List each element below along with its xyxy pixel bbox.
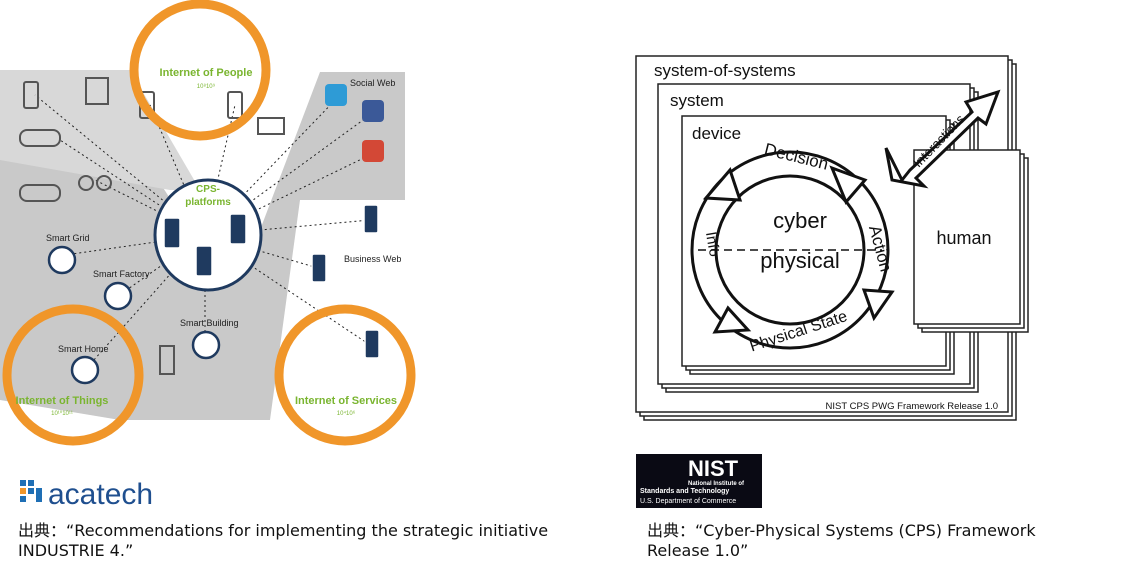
internet-of-people-ring <box>129 0 271 141</box>
bike-icon <box>96 175 112 191</box>
internet-of-people-sub: 10⁸10⁹ <box>197 83 216 90</box>
smart-home-icon <box>70 355 100 385</box>
smart-building-icon <box>191 330 221 360</box>
human-label: human <box>936 228 991 248</box>
server-icon <box>229 213 247 245</box>
smart-building-label: Smart Building <box>180 318 239 328</box>
hub-label-line1: CPS- <box>196 184 220 195</box>
caption-right-line1: 出典：“Cyber-Physical Systems (CPS) Framewo… <box>647 521 1036 540</box>
internet-of-people-title: Internet of People <box>160 67 253 79</box>
acatech-wordmark: acatech <box>48 478 153 511</box>
acatech-logo: acatech <box>20 478 153 511</box>
cyber-label: cyber <box>773 208 827 233</box>
business-web-label: Business Web <box>344 254 401 264</box>
nist-cps-framework-diagram: system-of-systems system device human cy… <box>635 55 1029 421</box>
car-icon <box>19 184 61 202</box>
gray-band-upper <box>0 70 200 190</box>
smart-factory-icon <box>103 281 133 311</box>
smart-home-label: Smart Home <box>58 344 109 354</box>
smart-grid-label: Smart Grid <box>46 233 90 243</box>
server-icon <box>311 253 327 283</box>
door-icon <box>159 345 175 375</box>
bike-icon <box>78 175 94 191</box>
internet-of-services-ring <box>274 304 416 446</box>
cps-platforms-diagram: Social Web Business Web CPS- platforms S… <box>0 0 416 446</box>
physical-label: physical <box>760 248 839 273</box>
nist-logo: NIST National Institute of Standards and… <box>636 454 762 508</box>
twitter-icon <box>325 84 347 106</box>
internet-of-services-title: Internet of Services <box>295 395 397 407</box>
internet-of-services-sub: 10⁴10⁶ <box>337 410 356 417</box>
hub-label-line2: platforms <box>185 197 231 208</box>
car-icon <box>19 129 61 147</box>
system-label: system <box>670 91 724 110</box>
caption-right-line2: Release 1.0” <box>647 541 749 560</box>
sos-label: system-of-systems <box>654 61 796 80</box>
hub-servers <box>163 213 247 277</box>
info-label: Info <box>702 230 723 258</box>
interactions-arrow <box>884 89 1001 189</box>
internet-of-things-title: Internet of Things <box>16 395 109 407</box>
internet-of-things-sub: 10¹⁰10¹¹ <box>51 410 73 417</box>
nist-wordmark: NIST <box>688 456 739 481</box>
smart-factory-label: Smart Factory <box>93 269 150 279</box>
dotted-spokes <box>34 94 371 371</box>
server-icons <box>311 204 380 359</box>
cycle-arrowheads <box>702 165 895 334</box>
internet-of-things-ring <box>2 304 144 446</box>
server-icon <box>363 204 379 234</box>
social-web-label: Social Web <box>350 78 395 88</box>
caption-left: 出典：“Recommendations for implementing the… <box>18 521 578 561</box>
caption-left-line2: INDUSTRIE 4.” <box>18 541 134 560</box>
caption-left-line1: 出典：“Recommendations for implementing the… <box>18 521 549 540</box>
google-plus-icon <box>362 140 384 162</box>
release-label: NIST CPS PWG Framework Release 1.0 <box>826 401 998 412</box>
human-boxes <box>913 149 1029 333</box>
phone-icon <box>227 91 243 119</box>
window-icon <box>85 77 109 105</box>
nist-line2: Standards and Technology <box>640 488 729 495</box>
server-icon <box>364 329 380 359</box>
facebook-icon <box>362 100 384 122</box>
cps-hub <box>153 178 263 292</box>
phone-icon <box>23 81 39 109</box>
device-label: device <box>692 124 741 143</box>
caption-right: 出典：“Cyber-Physical Systems (CPS) Framewo… <box>647 521 1127 561</box>
server-icon <box>195 245 213 277</box>
smart-grid-icon <box>47 245 77 275</box>
laptop-icon <box>257 117 285 135</box>
nist-line1: National Institute of <box>688 481 745 487</box>
cycle-ring-outer <box>690 150 890 350</box>
nist-line3: U.S. Department of Commerce <box>640 498 736 505</box>
server-icon <box>163 217 181 249</box>
